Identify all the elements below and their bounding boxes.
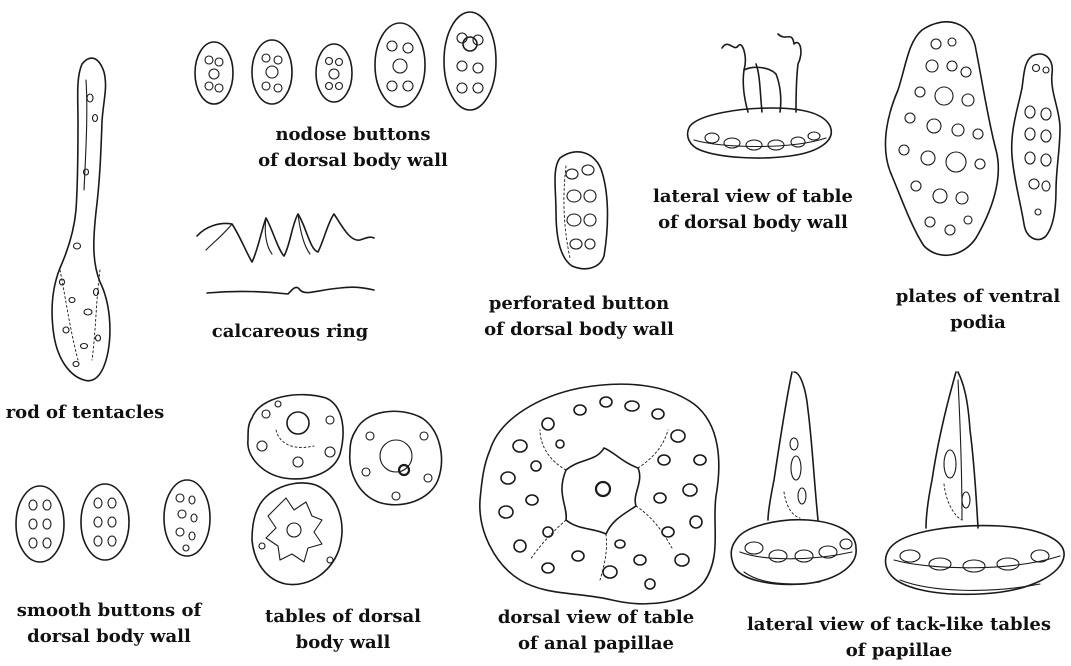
plates-of-ventral-podia-label-line-1: plates of ventral [894, 284, 1062, 310]
tables-of-dorsal-body-wall-label: tables of dorsal body wall [258, 604, 428, 656]
plates-of-ventral-podia-label: plates of ventral podia [894, 284, 1062, 336]
calcareous-ring-drawing [197, 214, 374, 294]
tack-like-tables-label-line-1: lateral view of tack-like tables [738, 612, 1060, 638]
plates-of-ventral-podia-label-line-2: podia [894, 310, 1062, 336]
perforated-button-label-line-1: perforated button [478, 291, 680, 317]
tack-like-tables-label-line-2: of papillae [738, 638, 1060, 664]
dorsal-view-table-label-line-2: of anal papillae [484, 631, 708, 657]
tack-like-tables-label: lateral view of tack-like tables of papi… [738, 612, 1060, 664]
calcareous-ring-label: calcareous ring [205, 319, 375, 345]
perforated-button-label-line-2: of dorsal body wall [478, 317, 680, 343]
smooth-buttons-label-line-1: smooth buttons of [4, 598, 214, 624]
plates-of-ventral-podia-drawing [885, 22, 1060, 255]
smooth-buttons-label: smooth buttons of dorsal body wall [4, 598, 214, 650]
smooth-buttons-drawing [16, 480, 210, 562]
tables-of-dorsal-body-wall-label-line-1: tables of dorsal [258, 604, 428, 630]
smooth-buttons-label-line-2: dorsal body wall [4, 624, 214, 650]
lateral-table-label-line-2: of dorsal body wall [650, 210, 856, 236]
perforated-button-label: perforated button of dorsal body wall [478, 291, 680, 343]
tables-of-dorsal-body-wall-drawing [248, 395, 442, 585]
dorsal-view-table-label-line-1: dorsal view of table [484, 605, 708, 631]
rod-of-tentacles-label-line-1: rod of tentacles [0, 400, 170, 426]
rod-of-tentacles-label: rod of tentacles [0, 400, 170, 426]
lateral-table-label-line-1: lateral view of table [650, 184, 856, 210]
calcareous-ring-label-line-1: calcareous ring [205, 319, 375, 345]
lateral-table-drawing [688, 34, 832, 158]
perforated-button-drawing [555, 152, 608, 269]
rod-of-tentacles-drawing [52, 58, 110, 381]
tack-like-tables-drawing [731, 372, 1064, 594]
nodose-buttons-label: nodose buttons of dorsal body wall [258, 122, 448, 174]
lateral-table-label: lateral view of table of dorsal body wal… [650, 184, 856, 236]
dorsal-view-table-drawing [480, 384, 719, 604]
nodose-buttons-drawing [195, 12, 496, 110]
nodose-buttons-label-line-1: nodose buttons [258, 122, 448, 148]
dorsal-view-table-label: dorsal view of table of anal papillae [484, 605, 708, 657]
tables-of-dorsal-body-wall-label-line-2: body wall [258, 630, 428, 656]
nodose-buttons-label-line-2: of dorsal body wall [258, 148, 448, 174]
